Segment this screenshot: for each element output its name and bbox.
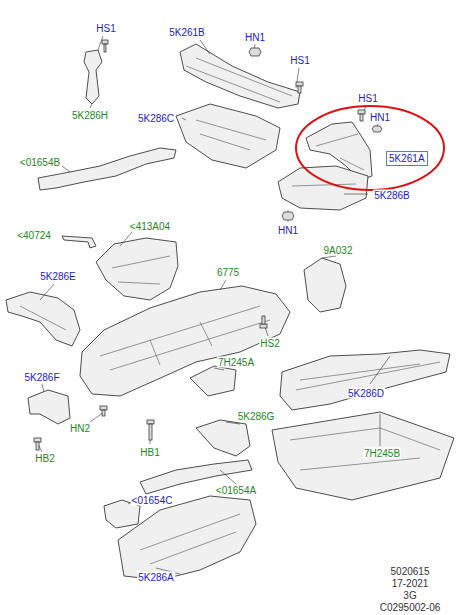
- part-number: HN1: [244, 32, 266, 43]
- part-number: 5K286H: [71, 110, 109, 121]
- part-number: <40724: [16, 230, 52, 241]
- drawing-reference: C0295002-06: [379, 602, 442, 613]
- part-number: 5K286E: [39, 271, 77, 282]
- part-number: 7H245A: [217, 357, 255, 368]
- part-number: 5K286D: [347, 388, 385, 399]
- part-number: <413A04: [129, 221, 171, 232]
- part-number: HN2: [69, 423, 91, 434]
- part-number: <01654A: [215, 485, 257, 496]
- drawing-reference: 17-2021: [391, 578, 430, 589]
- part-number: 9A032: [323, 245, 354, 256]
- part-number: HB2: [34, 453, 55, 464]
- part-number: 5K286F: [23, 372, 60, 383]
- part-number: <01654C: [131, 495, 174, 506]
- part-number: HN1: [277, 225, 299, 236]
- heat-shield-parts: [6, 44, 454, 580]
- leader-lines: [38, 36, 390, 574]
- part-number: HB1: [139, 447, 160, 458]
- part-number: 5K286A: [137, 572, 175, 583]
- highlight-ellipse: [296, 106, 444, 190]
- part-number: HS1: [95, 23, 116, 34]
- part-number: 6775: [216, 267, 240, 278]
- highlighted-part-number: 5K261A: [386, 151, 428, 166]
- part-number: 5K286G: [237, 411, 276, 422]
- part-number: HN1: [369, 112, 391, 123]
- fasteners: [34, 40, 382, 450]
- part-number: HS1: [289, 55, 310, 66]
- part-number: 7H245B: [363, 448, 401, 459]
- surface-detail: [20, 58, 440, 564]
- part-number: 5K261B: [168, 27, 206, 38]
- part-number: 5K286B: [373, 190, 411, 201]
- part-number: HS2: [259, 338, 280, 349]
- part-number: 5K261A: [387, 152, 427, 165]
- part-number: <01654B: [19, 157, 61, 168]
- drawing-reference: 3G: [402, 590, 417, 601]
- drawing-reference: 5020615: [390, 566, 431, 577]
- part-number: 5K286C: [137, 113, 175, 124]
- part-number: HS1: [357, 93, 378, 104]
